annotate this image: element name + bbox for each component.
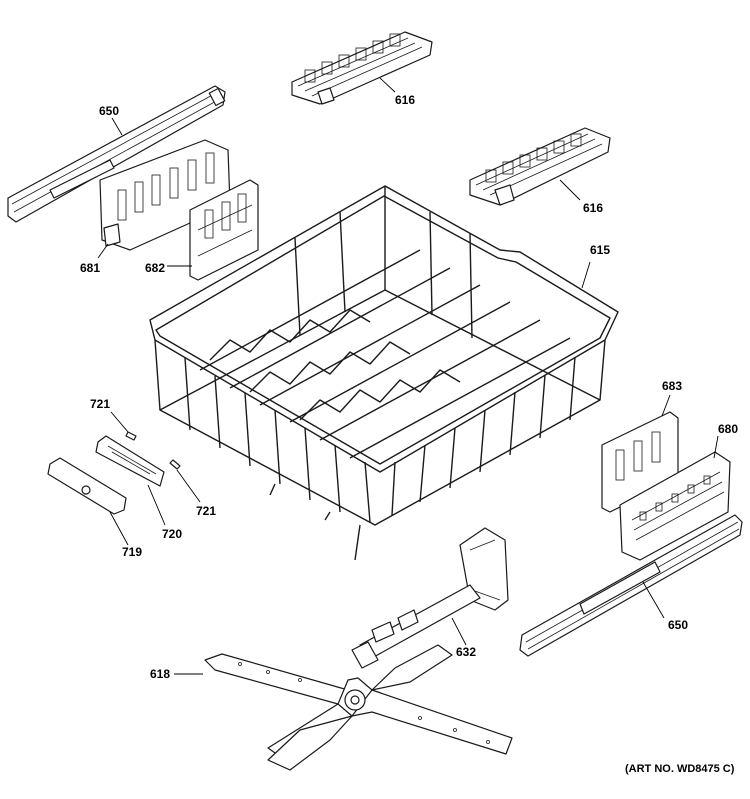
screw-top (125, 431, 137, 441)
label-721-top: 721 (90, 397, 110, 411)
label-680: 680 (718, 422, 738, 436)
label-650-left: 650 (99, 104, 119, 118)
leader-lines (97, 77, 719, 675)
label-719: 719 (122, 545, 142, 559)
label-681: 681 (80, 261, 100, 275)
label-616-top: 616 (395, 93, 415, 107)
label-721-bottom: 721 (196, 504, 216, 518)
end-cap (47, 457, 127, 515)
upper-rack (149, 185, 619, 561)
rail-left (7, 85, 226, 223)
spray-arm (204, 644, 513, 771)
label-682: 682 (145, 261, 165, 275)
rack-stop (95, 435, 165, 487)
rack-clip-top (291, 31, 433, 105)
label-615: 615 (590, 243, 610, 257)
adjuster-left-inner (189, 179, 259, 281)
screw-bottom (169, 459, 181, 470)
label-632: 632 (456, 645, 476, 659)
label-720: 720 (162, 527, 182, 541)
label-650-right: 650 (668, 618, 688, 632)
art-number: (ART NO. WD8475 C) (625, 763, 735, 775)
rack-clip-mid (469, 127, 611, 206)
rail-right (519, 514, 743, 657)
manifold (351, 527, 509, 669)
label-618: 618 (150, 667, 170, 681)
label-683: 683 (662, 379, 682, 393)
label-616-mid: 616 (583, 201, 603, 215)
